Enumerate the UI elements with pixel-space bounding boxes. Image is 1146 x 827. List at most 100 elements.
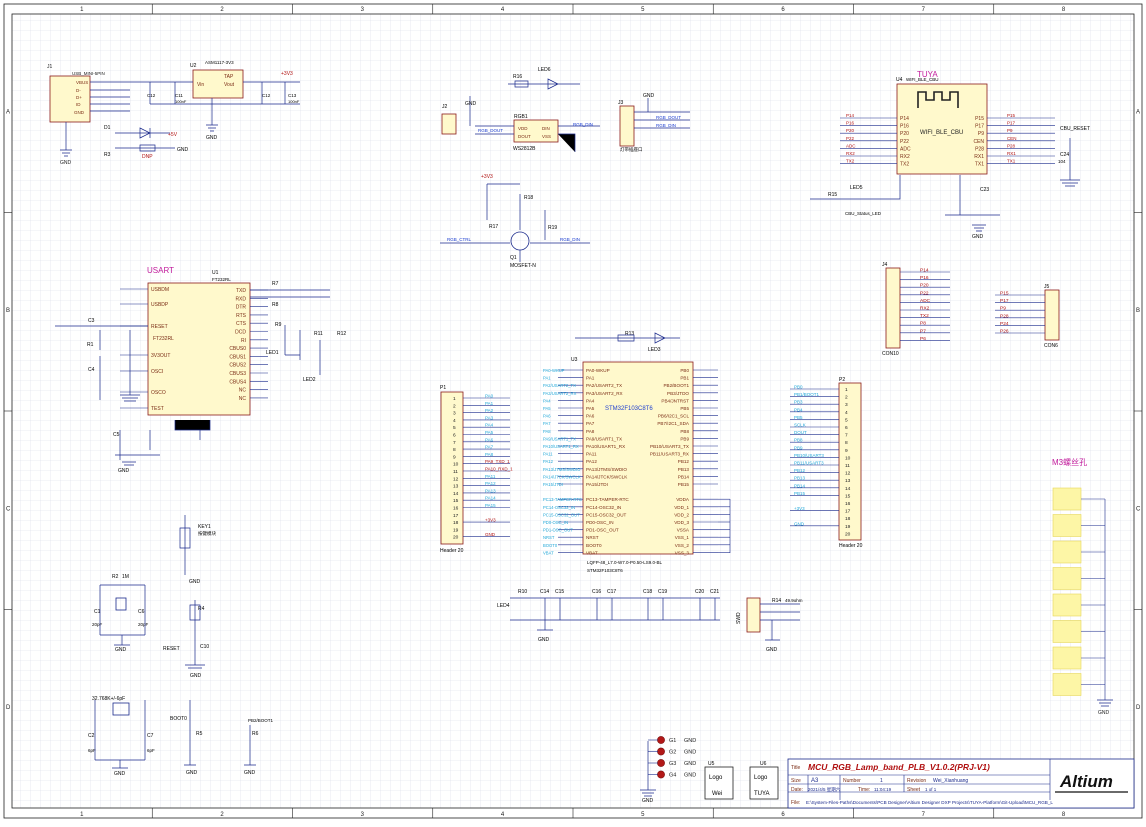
svg-text:TAP: TAP — [224, 74, 234, 80]
svg-text:1 of 1: 1 of 1 — [925, 787, 937, 792]
frame-col-label: 4 — [501, 7, 505, 13]
header-net-label: DOUT — [794, 430, 807, 435]
svg-text:GND: GND — [74, 110, 85, 115]
uart-pin-label: RESET — [151, 324, 168, 330]
frame-row-label: A — [1136, 109, 1140, 115]
mcu-pin-label: PB9 — [680, 436, 689, 441]
header-net-label: PB8 — [794, 438, 803, 443]
frame-col-label: 2 — [220, 812, 224, 818]
header-pin-number: 18 — [845, 516, 851, 522]
svg-text:WIFI_BLE_CBU: WIFI_BLE_CBU — [920, 130, 963, 136]
mcu-net-label: PA0-WKUP — [543, 368, 565, 373]
svg-text:6pF: 6pF — [147, 748, 155, 753]
mcu-pin-label: PC14-OSC32_IN — [586, 505, 621, 510]
svg-text:C14: C14 — [540, 589, 549, 595]
module-net-label: P28 — [1007, 143, 1016, 148]
svg-text:GND: GND — [538, 637, 550, 643]
svg-text:11:04:19: 11:04:19 — [874, 787, 892, 792]
header-p2: P2 Header 20 1PB02PB1/BOOT13PB34PB45PB56… — [790, 377, 863, 549]
mcu-net-label: BOOT0 — [543, 543, 558, 548]
uart-pin-label: DTR — [236, 305, 247, 311]
svg-text:GND: GND — [766, 647, 778, 653]
svg-text:GND: GND — [115, 647, 127, 653]
mcu-net-label: PA13/JTMS/SWDIO — [543, 467, 581, 472]
test-point-net: GND — [684, 738, 696, 744]
mcu-pin-label: PB7/I2C1_SDA — [657, 421, 690, 426]
svg-text:SWD: SWD — [736, 612, 742, 624]
header-net-label: PB3 — [794, 400, 803, 405]
header-pin-number: 13 — [845, 478, 851, 484]
svg-text:TUYA: TUYA — [754, 791, 770, 797]
header-pin-number: 18 — [453, 520, 459, 526]
ground-test-point — [657, 770, 665, 779]
svg-text:GND: GND — [206, 135, 218, 141]
svg-text:C15: C15 — [555, 589, 564, 595]
connector-net-label: P9 — [1000, 306, 1006, 312]
mcu-net-label: PA3/USART2_RX — [543, 391, 577, 396]
connector-net-label: P17 — [1000, 298, 1009, 304]
svg-text:Header 20: Header 20 — [440, 548, 464, 554]
mcu-pin-label: VDD_2 — [674, 512, 689, 517]
mcu-net-label: PC15-OSC32_OUT — [543, 512, 580, 517]
header-pin-number: 17 — [845, 509, 851, 515]
frame-row-label: D — [1136, 705, 1141, 711]
header-pin-number: 8 — [453, 447, 456, 453]
mcu-pin-label: VSSA — [677, 528, 690, 533]
frame-col-label: 8 — [1062, 7, 1066, 13]
svg-text:ASM1117-3V3: ASM1117-3V3 — [205, 60, 234, 65]
header-pin-number: 9 — [453, 454, 456, 460]
svg-text:D+: D+ — [76, 95, 82, 100]
mcu-pin-label: PB4/JNTRST — [661, 398, 689, 403]
m3-hole-pad — [1052, 540, 1082, 564]
ground-test-point — [657, 759, 665, 767]
module-pin-label: P20 — [900, 131, 909, 137]
usb-uart-u1: U1 FT232RL FT232RL C3 R1 C4 C5 R7 R8 R9 … — [55, 270, 346, 474]
svg-text:Revision: Revision — [907, 778, 926, 784]
mcu-net-label: PA12 — [543, 459, 554, 464]
svg-text:P2: P2 — [839, 377, 845, 383]
frame-col-label: 1 — [80, 7, 84, 13]
tuya-heading: TUYA — [917, 70, 938, 79]
svg-text:U2: U2 — [190, 63, 197, 69]
mcu-pin-label: PB5 — [680, 406, 689, 411]
svg-text:RGB_DOUT: RGB_DOUT — [478, 128, 503, 133]
mcu-pin-label: PB8 — [680, 429, 689, 434]
header-net-label: PB12 — [794, 468, 806, 473]
svg-text:KEY1: KEY1 — [198, 524, 211, 530]
svg-text:GND: GND — [972, 234, 984, 240]
header-net-label: PA5 — [485, 430, 494, 435]
svg-text:C12: C12 — [147, 93, 156, 98]
module-pin-label: RX1 — [974, 154, 984, 160]
mcu-net-label: PC13-TAMPER-RTC — [543, 497, 582, 502]
frame-row-label: C — [1136, 506, 1141, 512]
mcu-pin-label: PB13 — [678, 467, 690, 472]
mcu-pin-label: PA6 — [586, 414, 595, 419]
module-pin-label: CEN — [973, 139, 984, 145]
frame-col-label: 6 — [781, 812, 785, 818]
svg-text:WIFI_BLE_CBU: WIFI_BLE_CBU — [906, 77, 939, 82]
svg-text:R4: R4 — [198, 606, 205, 612]
frame-col-label: 5 — [641, 7, 645, 13]
mcu-net-label: NRST — [543, 535, 555, 540]
mcu-pin-label: PA13/JTMS/SWDIO — [586, 467, 627, 472]
svg-text:Logo: Logo — [754, 775, 768, 781]
mcu-pin-label: PB2/BOOT1 — [663, 383, 689, 388]
header-pin-number: 10 — [453, 462, 459, 468]
svg-text:按键模块: 按键模块 — [198, 530, 216, 537]
frame-col-label: 3 — [361, 812, 365, 818]
mcu-pin-label: PB3/JTDO — [667, 391, 689, 396]
boot0-block: BOOT0 R5 R6 PB2/BOOT1 GND GND — [170, 700, 274, 776]
connector-net-label: P28 — [1000, 313, 1009, 319]
svg-text:CBU_Status_LED: CBU_Status_LED — [845, 211, 882, 216]
module-pin-label: TX2 — [900, 162, 909, 168]
frame-row-label: B — [6, 308, 10, 314]
uart-pin-label: TXD — [236, 288, 246, 294]
svg-text:C20: C20 — [695, 589, 704, 595]
svg-text:49.9ohm: 49.9ohm — [785, 598, 803, 603]
m3-hole-pad — [1052, 567, 1082, 590]
mcu-pin-label: PA7 — [586, 421, 595, 426]
uart-pin-label: CBUS1 — [229, 354, 246, 360]
